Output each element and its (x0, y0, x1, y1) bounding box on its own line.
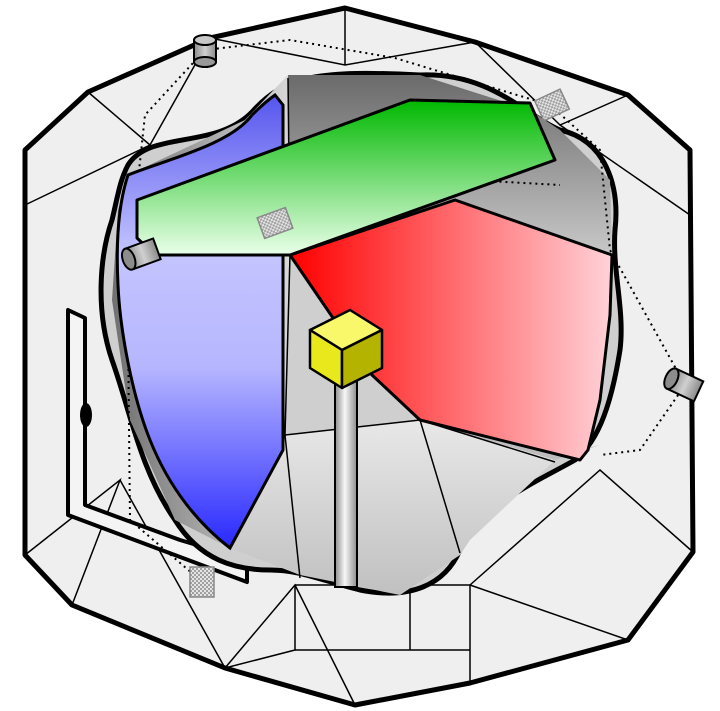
mount-peg-top (194, 35, 216, 67)
support-rod-icon (335, 365, 357, 587)
